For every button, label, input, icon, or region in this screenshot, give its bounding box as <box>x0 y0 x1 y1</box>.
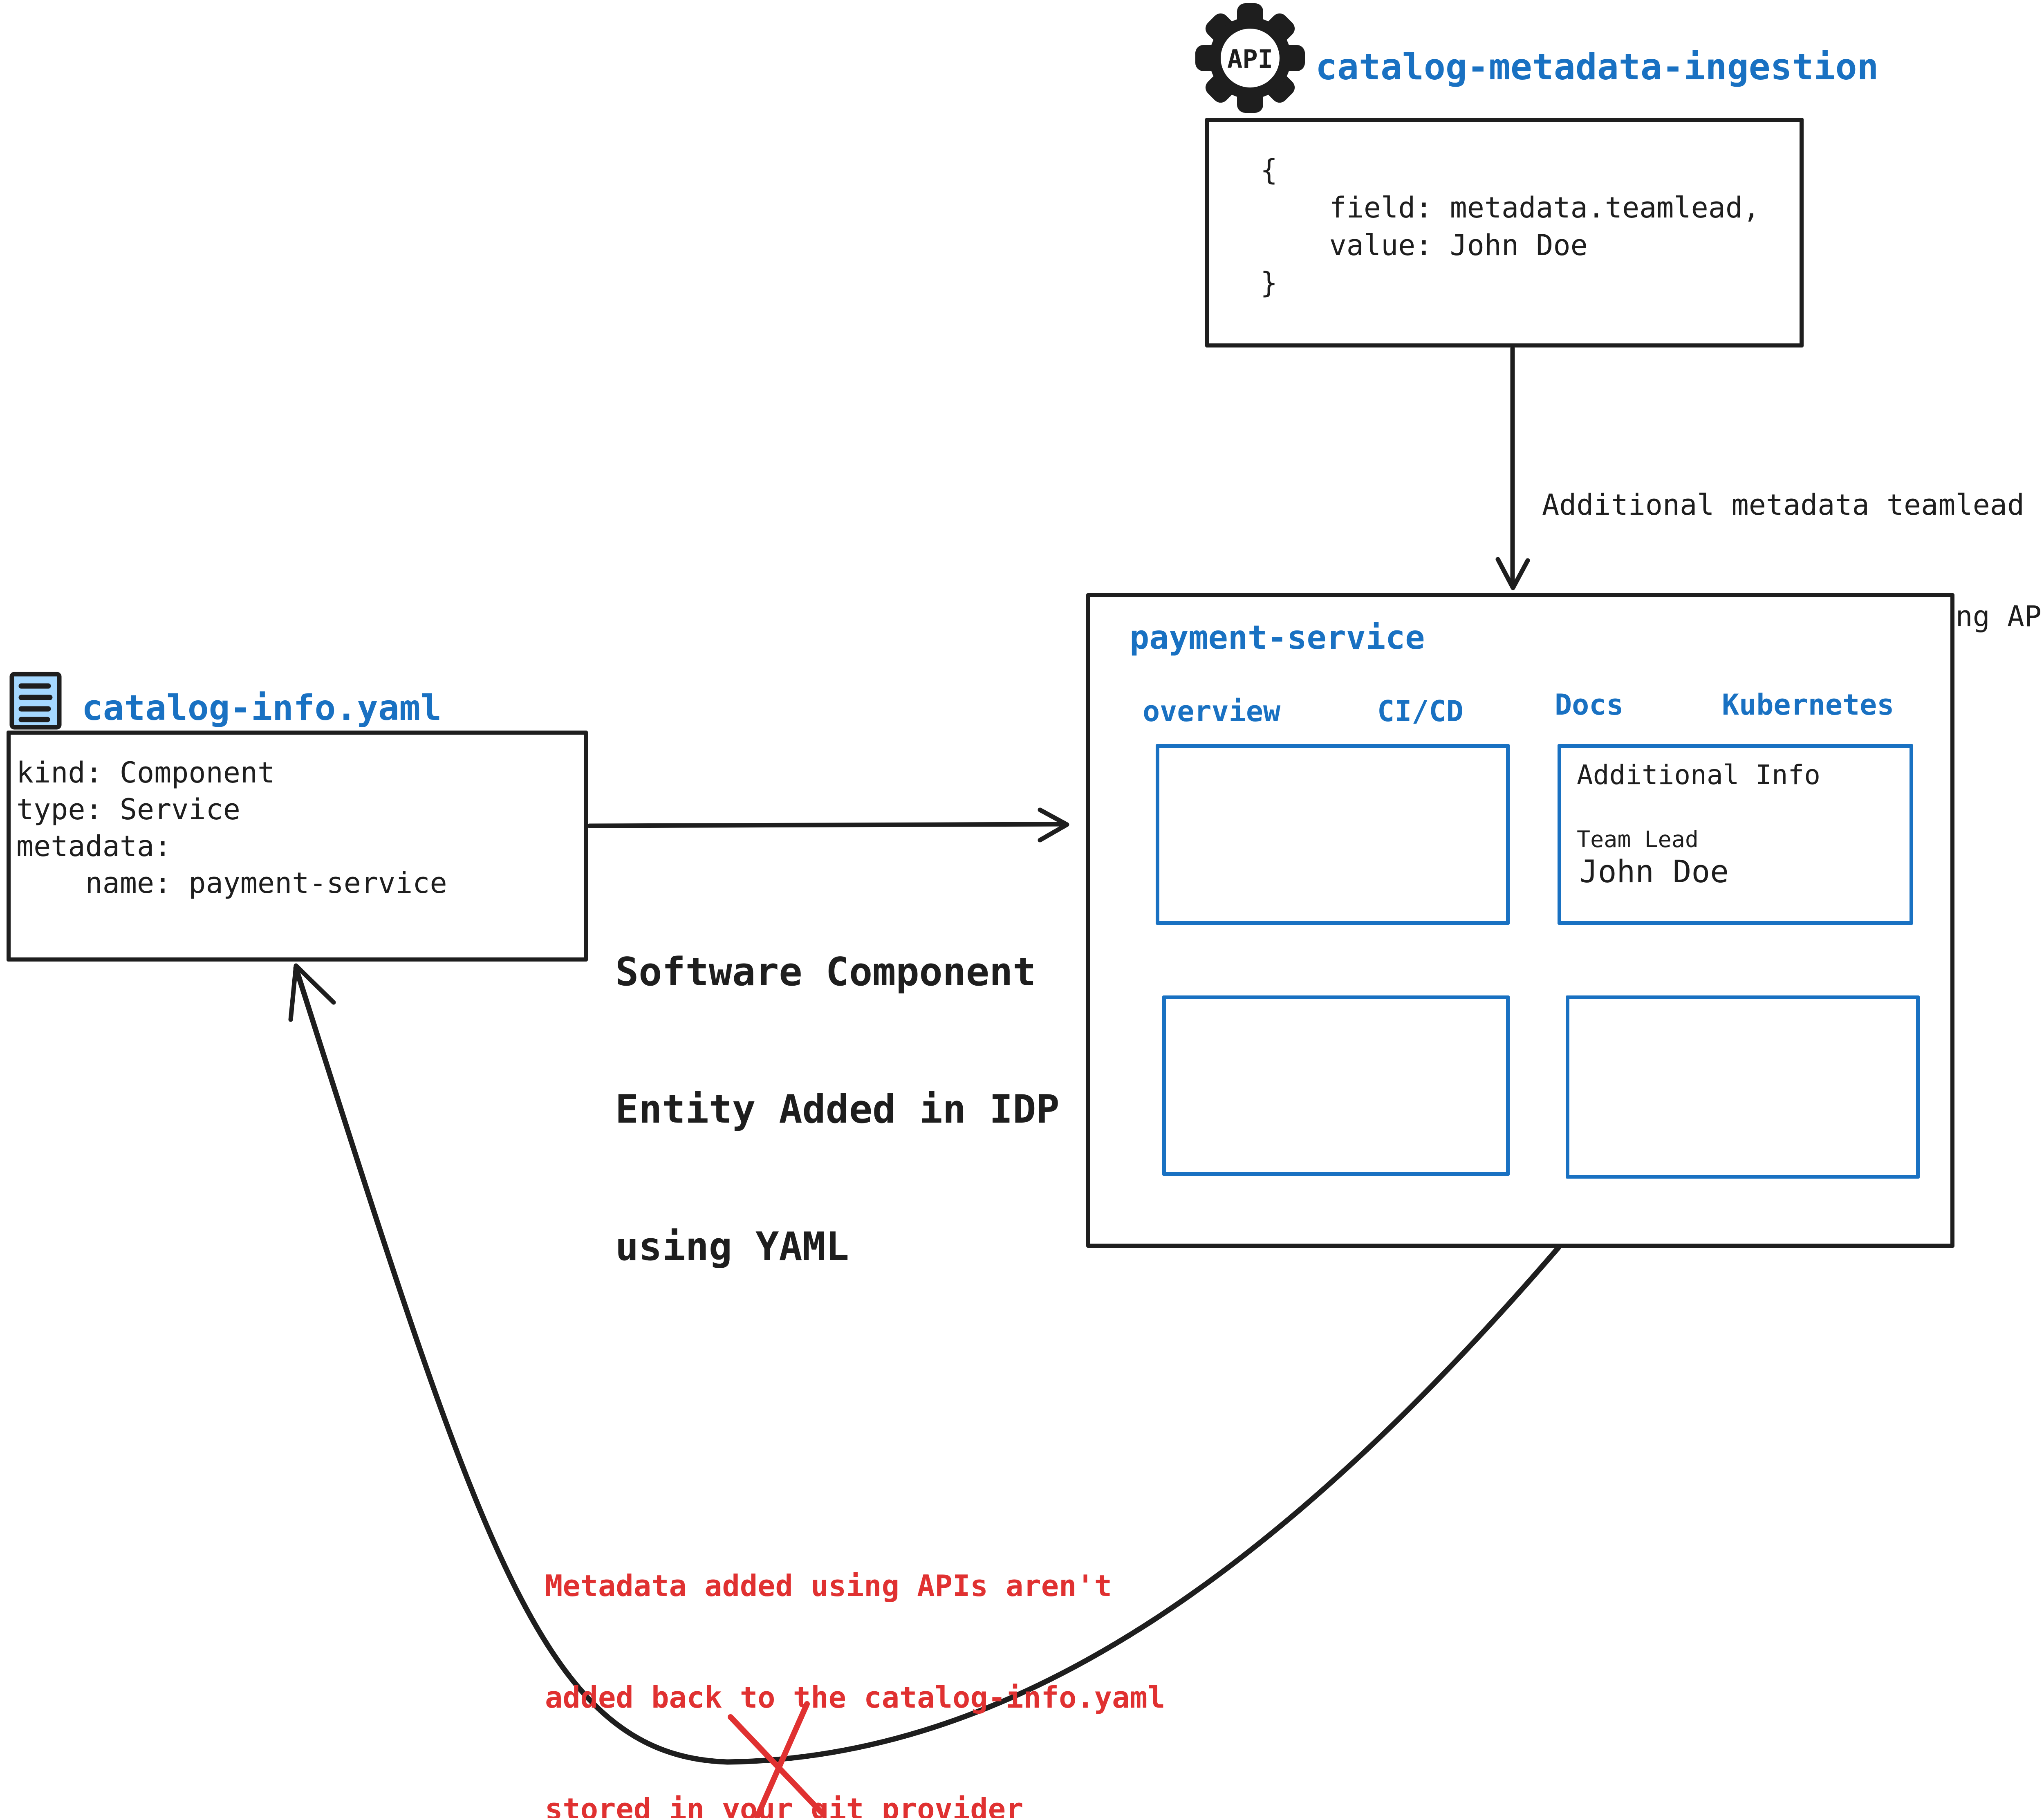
team-lead-label: Team Lead <box>1577 826 1699 852</box>
warning-note-line: added back to the catalog-info.yaml <box>545 1680 1165 1715</box>
yaml-file-title: catalog-info.yaml <box>82 688 442 729</box>
panel-top-left <box>1156 744 1510 925</box>
warning-note-line: stored in your git provider <box>545 1792 1024 1818</box>
api-arrow-label-line: Additional metadata teamlead <box>1542 488 2025 522</box>
api-payload-box: { field: metadata.teamlead, value: John … <box>1205 118 1804 347</box>
yaml-line: metadata: <box>16 829 172 863</box>
tab-docs[interactable]: Docs <box>1555 688 1624 722</box>
api-code-line: { <box>1260 153 1278 187</box>
api-code-line: field: metadata.teamlead, <box>1260 191 1760 224</box>
tab-cicd[interactable]: CI/CD <box>1377 695 1464 728</box>
idp-entity-title: payment-service <box>1130 619 1425 657</box>
yaml-file-box: kind: Component type: Service metadata: … <box>7 731 588 962</box>
yaml-line: type: Service <box>16 793 240 826</box>
api-code-line: value: John Doe <box>1260 229 1588 262</box>
gear-api-icon-label: API <box>1227 44 1273 74</box>
document-icon <box>9 672 62 730</box>
panel-bottom-right <box>1566 995 1920 1179</box>
yaml-arrow-label-line: Software Component <box>615 950 1036 995</box>
additional-info-title: Additional Info <box>1577 759 1821 791</box>
yaml-line: name: payment-service <box>16 866 447 900</box>
panel-additional-info: Additional Info Team Lead John Doe <box>1558 744 1913 925</box>
api-code-line: } <box>1260 266 1278 300</box>
panel-bottom-left <box>1162 995 1510 1176</box>
team-lead-value: John Doe <box>1579 853 1729 890</box>
warning-note: Metadata added using APIs aren't added b… <box>545 1493 1165 1818</box>
tab-overview[interactable]: overview <box>1143 695 1281 728</box>
gear-api-icon: API <box>1195 3 1305 113</box>
tab-kubernetes[interactable]: Kubernetes <box>1722 688 1894 722</box>
arrow-api-to-idp <box>1495 346 1530 590</box>
yaml-arrow-label-line: Entity Added in IDP <box>615 1087 1060 1132</box>
yaml-arrow-label: Software Component Entity Added in IDP u… <box>615 858 1060 1361</box>
yaml-arrow-label-line: using YAML <box>615 1224 849 1269</box>
warning-note-line: Metadata added using APIs aren't <box>545 1569 1112 1603</box>
idp-portal-window: payment-service overview CI/CD Docs Kube… <box>1086 593 1954 1248</box>
arrow-yaml-to-idp <box>587 807 1069 843</box>
yaml-line: kind: Component <box>16 756 275 789</box>
api-service-title: catalog-metadata-ingestion <box>1316 46 1879 88</box>
